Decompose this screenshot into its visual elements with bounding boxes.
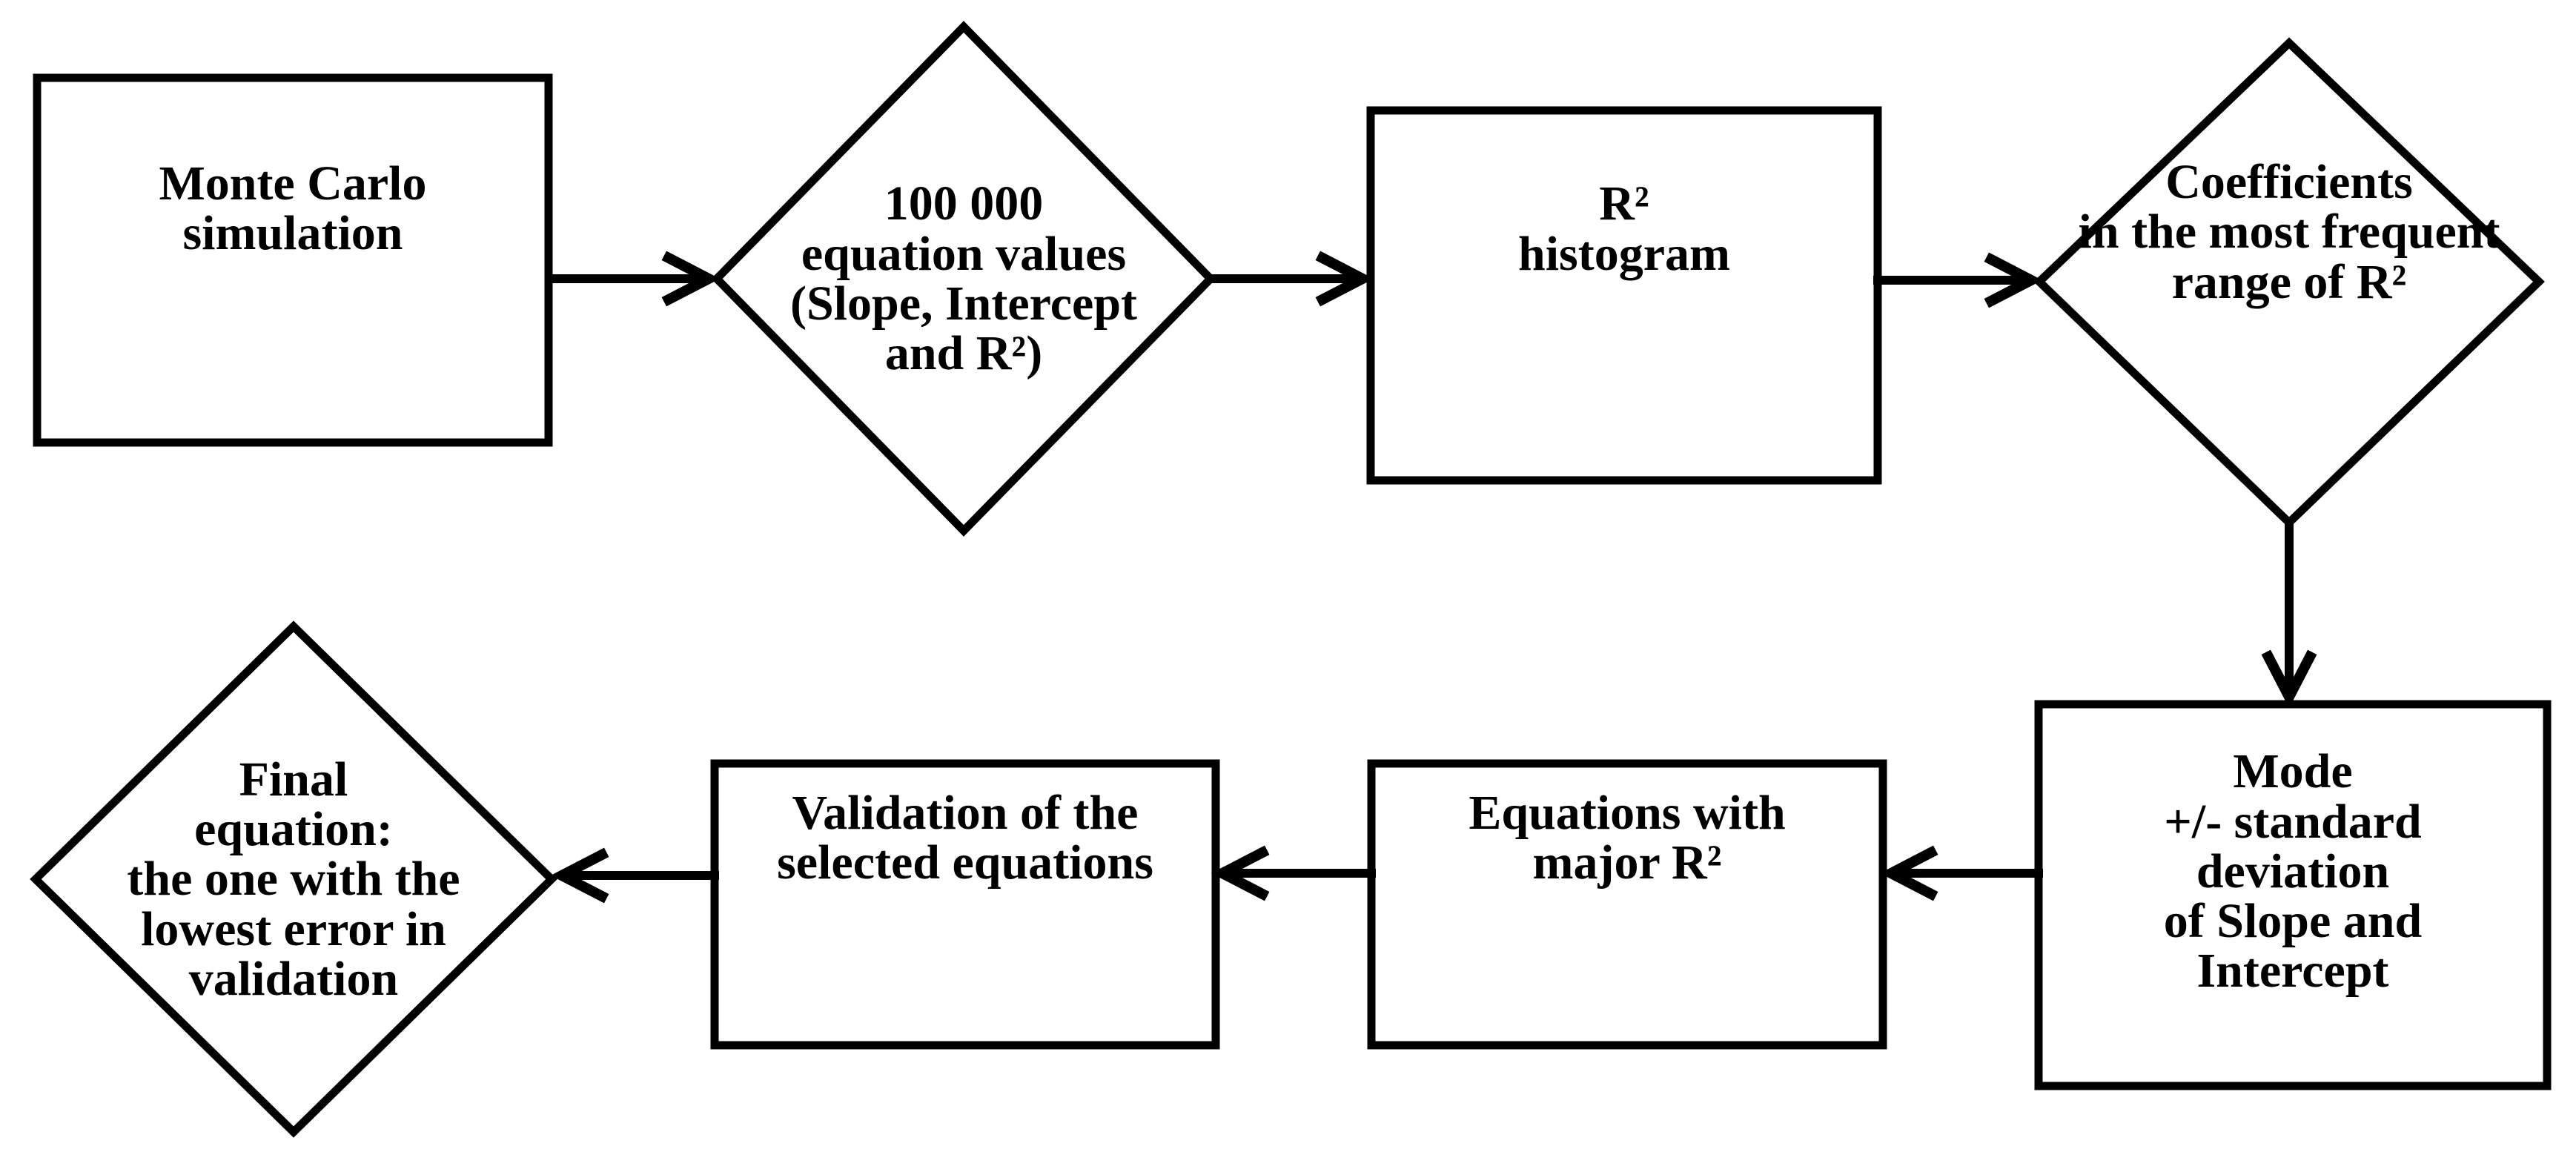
node-label-validation: Validation of the selected equations <box>777 785 1153 890</box>
node-label-mode-standard-deviation: Mode +/- standard deviation of Slope and… <box>2163 744 2423 999</box>
arrow-equations-major-r2-to-validation <box>1211 845 1376 901</box>
node-shape-mode-standard-deviation <box>2034 700 2552 1090</box>
node-shape-r2-histogram <box>1366 106 1882 485</box>
node-label-final-equation: Final equation: the one with the lowest … <box>127 752 460 1006</box>
node-shape-equation-values <box>711 21 1216 537</box>
node-shape-final-equation <box>30 620 557 1138</box>
node-label-coefficients-range: Coefficients in the most frequent range … <box>2078 155 2500 309</box>
node-shape-equations-major-r2 <box>1367 759 1887 1050</box>
arrow-r2-histogram-to-coefficients-range <box>1873 252 2043 308</box>
arrow-coefficients-range-to-mode-standard-deviation <box>2261 518 2317 709</box>
node-label-equation-values: 100 000 equation values (Slope, Intercep… <box>789 176 1138 381</box>
node-shape-monte-carlo <box>33 73 553 447</box>
arrow-equation-values-to-r2-histogram <box>1206 251 1374 307</box>
node-label-equations-major-r2: Equations with major R² <box>1469 785 1786 890</box>
arrow-monte-carlo-to-equation-values <box>548 251 721 307</box>
node-shape-validation <box>710 759 1220 1050</box>
arrow-validation-to-final-equation <box>550 847 719 904</box>
node-label-r2-histogram: R² histogram <box>1518 176 1730 281</box>
node-label-monte-carlo: Monte Carlo simulation <box>159 156 427 260</box>
arrow-mode-standard-deviation-to-equations-major-r2 <box>1879 845 2043 901</box>
